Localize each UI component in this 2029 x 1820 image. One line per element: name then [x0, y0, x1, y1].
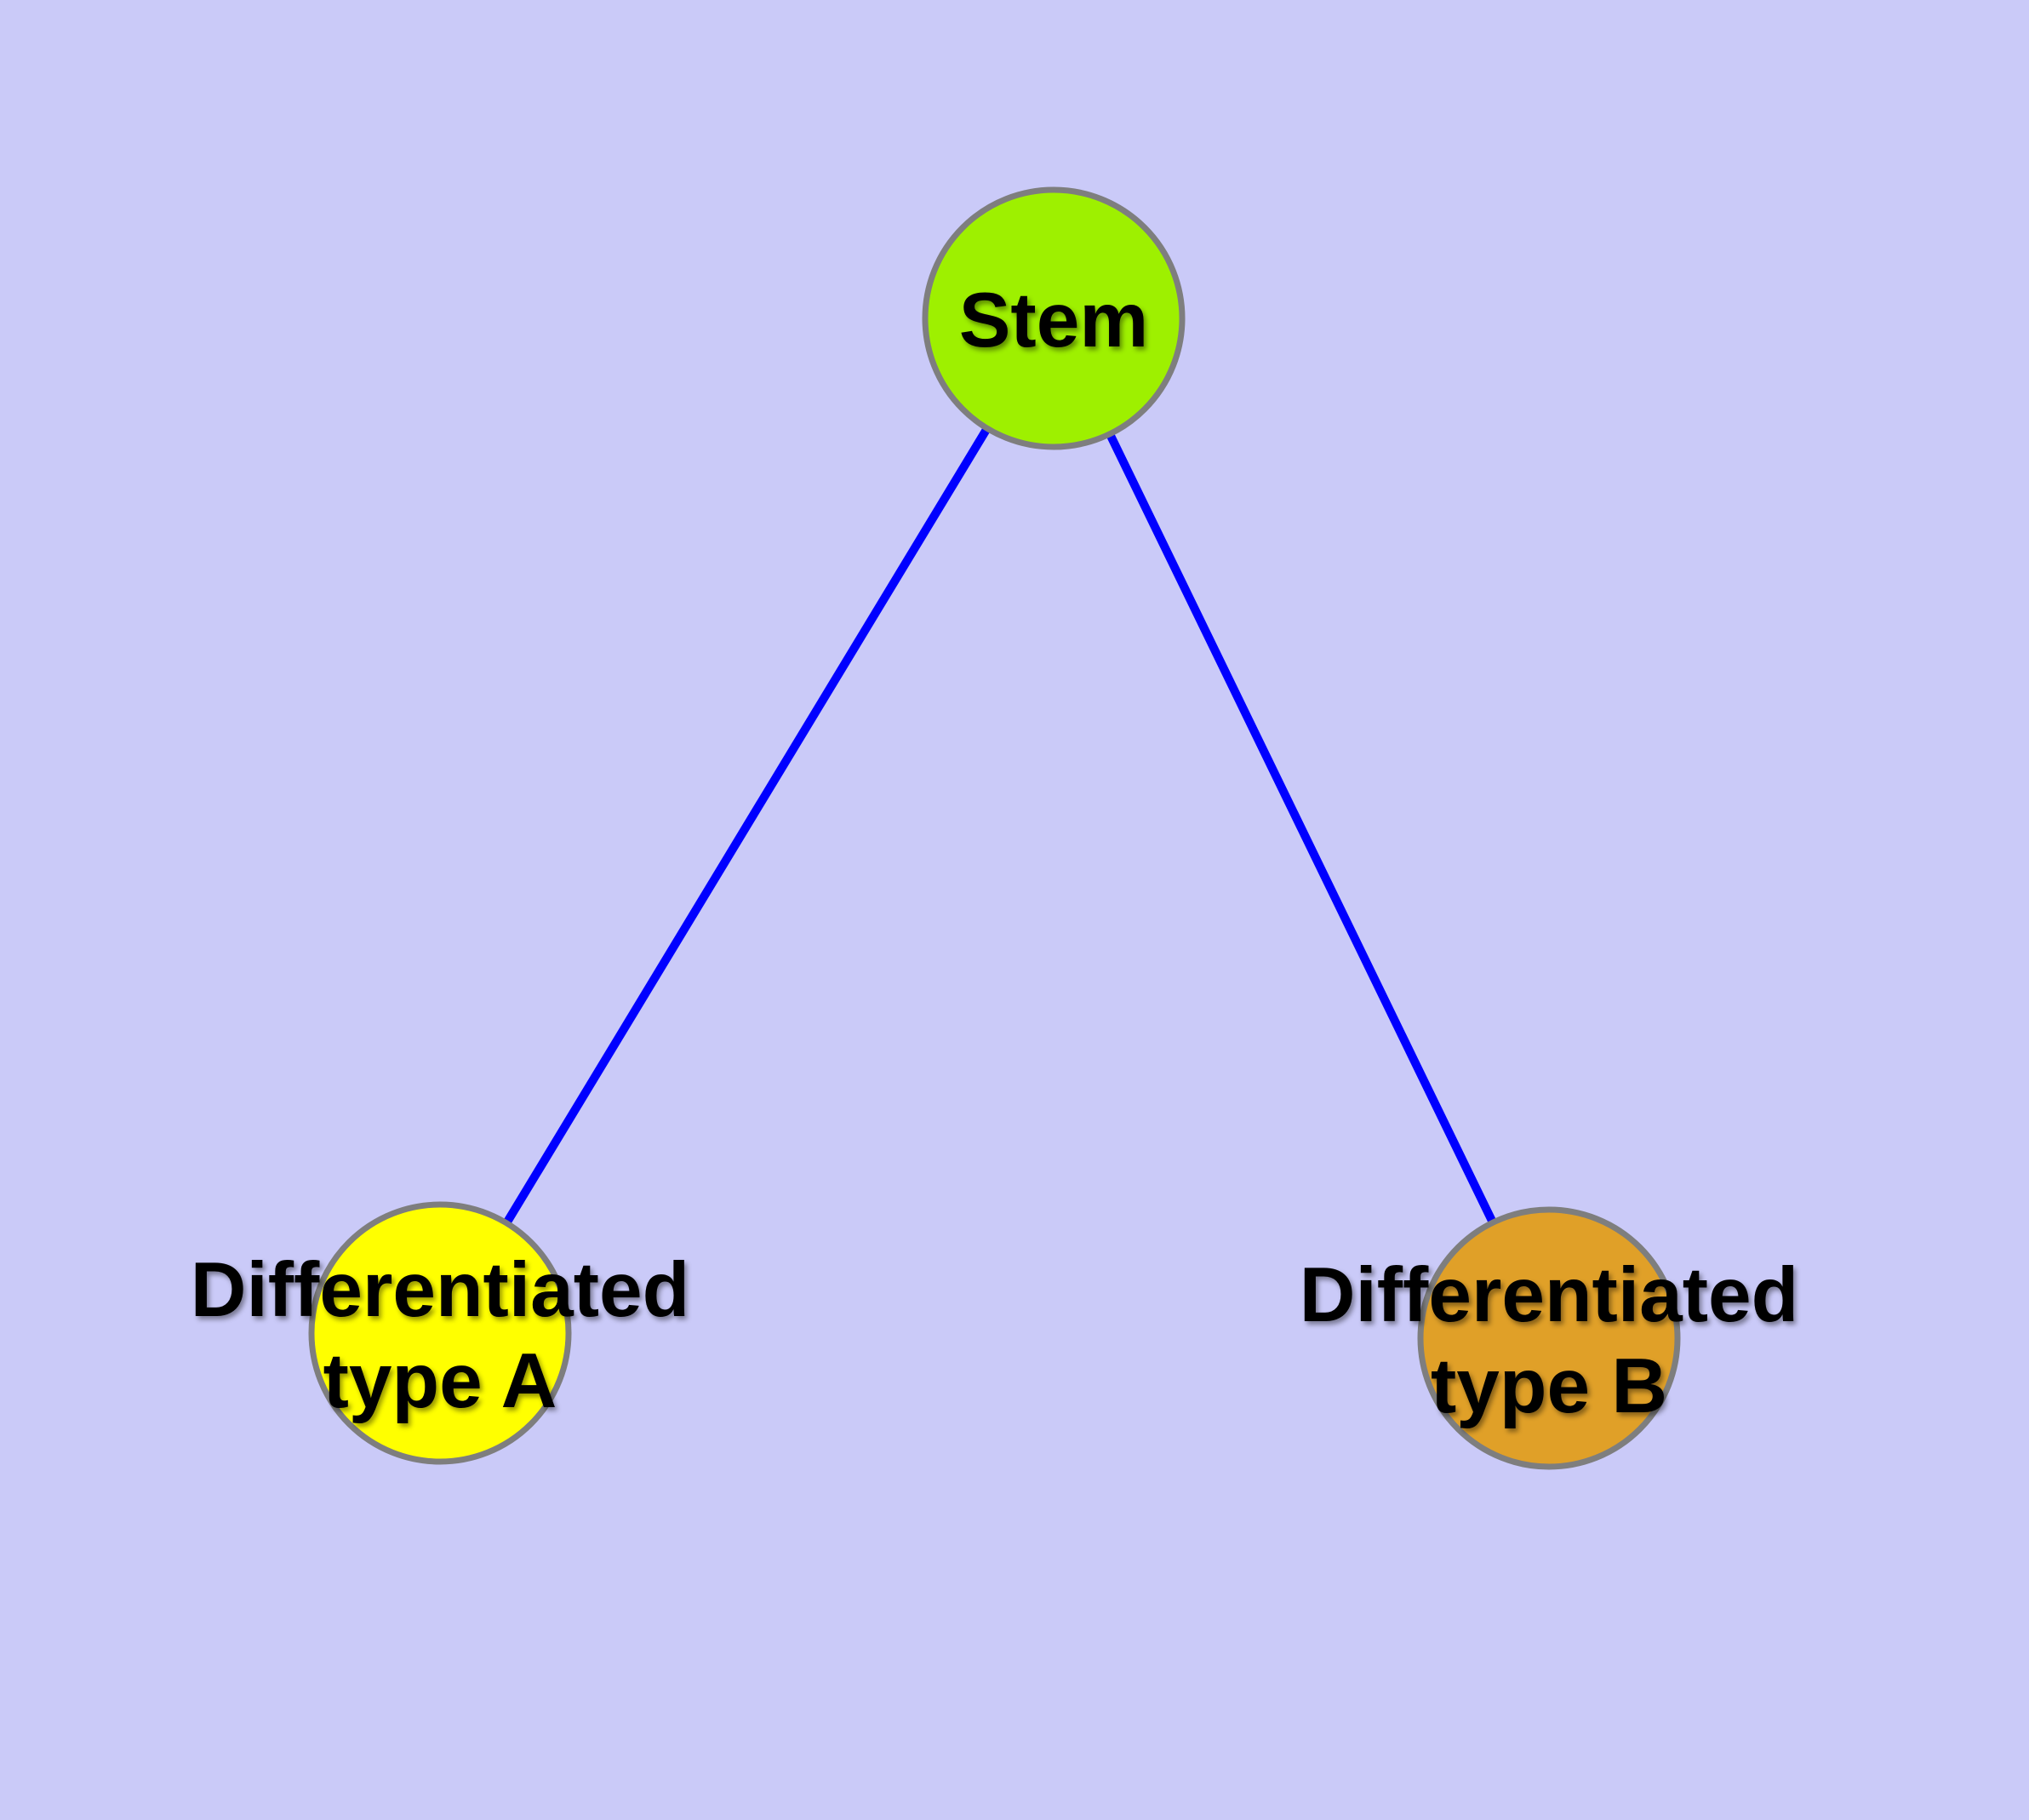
node-differentiated-type-a — [308, 1201, 572, 1465]
edge-stem-to-type-a — [436, 316, 1058, 1336]
edge-stem-to-type-b — [1049, 316, 1553, 1341]
node-type-a-label-line2: type A — [323, 1338, 557, 1424]
node-stem — [922, 186, 1186, 450]
node-differentiated-type-b — [1417, 1206, 1681, 1470]
node-type-a-label-line1: Differentiated — [191, 1247, 690, 1333]
node-type-b-label-line1: Differentiated — [1300, 1252, 1799, 1338]
node-type-b-label-line2: type B — [1431, 1343, 1667, 1429]
node-stem-label: Stem — [959, 278, 1149, 363]
